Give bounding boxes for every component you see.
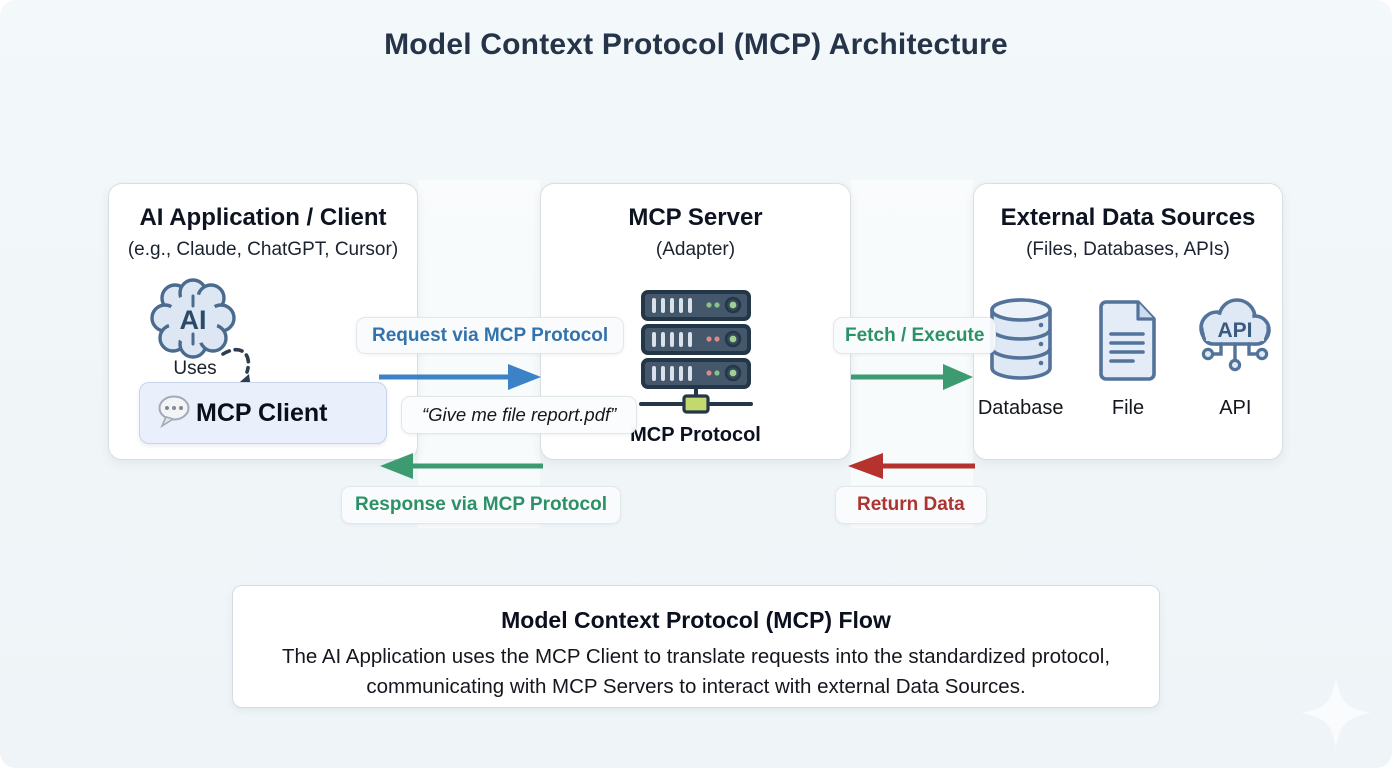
fetch-flow-label: Fetch / Execute: [833, 317, 997, 354]
mcp-flow-summary-box: Model Context Protocol (MCP) Flow The AI…: [232, 585, 1160, 708]
request-example-label: “Give me file report.pdf”: [401, 396, 638, 434]
file-icon: [1096, 298, 1160, 387]
sources-box-subtitle: (Files, Databases, APIs): [1026, 239, 1230, 260]
api-label: API: [1219, 397, 1252, 419]
database-icon: [985, 296, 1057, 387]
brain-ai-icon: AI: [145, 278, 241, 369]
background-band: [418, 180, 540, 528]
summary-description: The AI Application uses the MCP Client t…: [281, 645, 1111, 698]
source-item-api: API API: [1189, 296, 1282, 420]
client-box-subtitle: (e.g., Claude, ChatGPT, Cursor): [127, 239, 399, 260]
brain-ai-label: AI: [180, 305, 207, 335]
mcp-client-chip: MCP Client: [139, 382, 387, 444]
source-item-file: File: [1081, 298, 1174, 420]
response-arrow-icon: [378, 452, 544, 485]
file-label: File: [1111, 397, 1145, 419]
api-cloud-icon: API: [1190, 296, 1280, 387]
sources-box-title: External Data Sources: [1000, 204, 1256, 231]
client-box-title: AI Application / Client: [139, 204, 387, 231]
server-box-subtitle: (Adapter): [655, 239, 736, 260]
mcp-server-box: MCP Server (Adapter): [540, 183, 851, 460]
return-flow-label: Return Data: [835, 486, 987, 524]
database-label: Database: [977, 397, 1064, 419]
server-box-title: MCP Server: [628, 204, 763, 231]
server-rack-icon: [633, 290, 759, 421]
speech-bubble-icon: [156, 394, 192, 433]
sparkle-decoration-icon: [1300, 677, 1372, 754]
mcp-client-label: MCP Client: [196, 398, 328, 427]
return-arrow-icon: [846, 452, 976, 485]
external-data-sources-box: External Data Sources (Files, Databases,…: [973, 183, 1283, 460]
page-title: Model Context Protocol (MCP) Architectur…: [384, 28, 1008, 61]
mcp-protocol-label: MCP Protocol: [630, 424, 761, 446]
request-flow-label: Request via MCP Protocol: [356, 317, 625, 354]
uses-label: Uses: [173, 358, 217, 379]
request-arrow-icon: [378, 363, 542, 396]
api-cloud-label: API: [1218, 319, 1253, 342]
summary-title: Model Context Protocol (MCP) Flow: [501, 607, 891, 633]
fetch-arrow-icon: [850, 363, 974, 396]
source-item-database: Database: [974, 296, 1067, 420]
response-flow-label: Response via MCP Protocol: [341, 486, 621, 524]
